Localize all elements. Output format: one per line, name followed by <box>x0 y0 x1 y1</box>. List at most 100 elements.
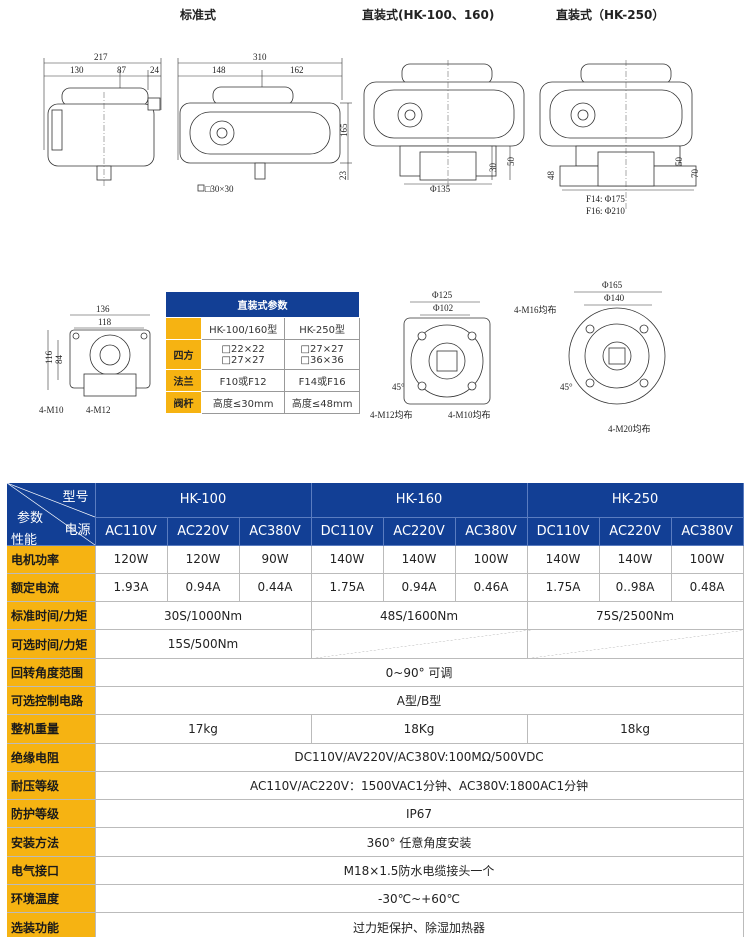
cell: 过力矩保护、除湿加热器 <box>95 912 744 937</box>
cell: 1.75A <box>527 573 600 603</box>
dim-165: 165 <box>339 123 349 137</box>
corner-power: 电源 <box>64 523 91 538</box>
label-4-m12-even: 4-M12均布 <box>370 409 413 420</box>
row-label: 安装方法 <box>7 827 96 857</box>
drawing-standard-front: 310 148 162 165 23 □30×30 <box>177 52 352 194</box>
dim-84: 84 <box>54 355 64 365</box>
corner-model: 型号 <box>62 490 89 505</box>
voltage-cell: DC110V <box>527 517 600 546</box>
dim-24: 24 <box>150 65 160 75</box>
voltage-cell: DC110V <box>311 517 384 546</box>
dim-50-a: 50 <box>506 157 516 167</box>
dim-phi102: Φ102 <box>433 303 453 313</box>
label-4-m16-even: 4-M16均布 <box>514 304 557 315</box>
drawing-flange-100-160: Φ125 Φ102 45° 4-M12均布 4-M10均布 <box>370 290 491 420</box>
corner-diagonal-lines <box>7 483 94 544</box>
voltage-cell: AC220V <box>167 517 240 546</box>
dim-50-b: 50 <box>674 157 684 167</box>
row-label: 耐压等级 <box>7 771 96 801</box>
dim-phi125: Φ125 <box>432 290 453 300</box>
dim-87: 87 <box>117 65 127 75</box>
cell: M18×1.5防水电缆接头一个 <box>95 856 744 886</box>
row-rotation: 回转角度范围 0~90° 可调 <box>7 658 744 687</box>
param-col-hk100-160: HK-100/160型 <box>200 317 286 340</box>
vertical-param-table: 直装式参数 HK-100/160型 HK-250型 四方 □22×22□27×2… <box>165 291 360 414</box>
cell: 18kg <box>527 714 744 744</box>
dim-f16: F16: Φ210 <box>586 206 625 216</box>
title-vertical-250: 直装式（HK-250） <box>556 8 665 22</box>
voltage-cell: AC220V <box>383 517 456 546</box>
cell: 0.48A <box>671 573 744 603</box>
row-label: 可选控制电路 <box>7 686 96 716</box>
dim-45-a: 45° <box>392 382 405 392</box>
cell: 360° 任意角度安装 <box>95 827 744 857</box>
dimension-drawings: 217 130 87 24 310 148 162 165 23 □30×30 <box>39 52 700 434</box>
row-label: 电机功率 <box>7 545 96 574</box>
title-vertical-100-160: 直装式(HK-100、160) <box>362 8 495 22</box>
row-label: 选装功能 <box>7 912 96 937</box>
row-weight: 整机重量 17kg 18Kg 18kg <box>7 714 744 744</box>
row-protection: 防护等级 IP67 <box>7 799 744 829</box>
voltage-cell: AC110V <box>95 517 168 546</box>
cell: 0.46A <box>455 573 528 603</box>
voltage-cell: AC380V <box>455 517 528 546</box>
dim-162: 162 <box>290 65 304 75</box>
cell: 30S/1000Nm <box>95 601 312 631</box>
param-stem-hk100: 高度≤30mm <box>200 391 286 414</box>
cell: 140W <box>383 545 456 574</box>
cell: 140W <box>599 545 672 574</box>
row-label: 环境温度 <box>7 884 96 914</box>
cell: 120W <box>167 545 240 574</box>
cell: 90W <box>239 545 312 574</box>
dim-f14: F14: Φ175 <box>586 194 625 204</box>
row-label: 防护等级 <box>7 799 96 829</box>
cell: 15S/500Nm <box>95 629 312 659</box>
param-square-hk250: □27×27□36×36 <box>284 339 360 370</box>
row-control: 可选控制电路 A型/B型 <box>7 686 744 716</box>
dim-217: 217 <box>94 52 108 62</box>
dim-phi165: Φ165 <box>602 280 623 290</box>
row-label: 绝缘电阻 <box>7 743 96 772</box>
param-table-corner <box>165 317 202 340</box>
dim-23: 23 <box>338 171 348 181</box>
spec-corner: 型号 参数 电源 性能 <box>7 483 96 546</box>
cell: 1.93A <box>95 573 168 603</box>
model-hk250: HK-250 <box>527 483 744 518</box>
dim-square-30: □30×30 <box>205 184 234 194</box>
cell: -30℃~+60℃ <box>95 884 744 914</box>
param-label-square: 四方 <box>165 339 202 370</box>
row-label: 电气接口 <box>7 856 96 886</box>
label-4-m12: 4-M12 <box>86 405 111 415</box>
dim-70: 70 <box>690 169 700 179</box>
row-label: 整机重量 <box>7 714 96 744</box>
drawing-flange-250: Φ165 Φ140 4-M16均布 45° 4-M20均布 <box>514 280 666 434</box>
dim-48: 48 <box>546 171 556 181</box>
cell: 1.75A <box>311 573 384 603</box>
drawing-vertical-100-160: Φ135 30 50 <box>363 60 525 194</box>
label-4-m10-even: 4-M10均布 <box>448 409 491 420</box>
dim-130: 130 <box>70 65 84 75</box>
cell: 48S/1600Nm <box>311 601 528 631</box>
corner-perf: 性能 <box>11 533 38 545</box>
dim-phi140: Φ140 <box>604 293 625 303</box>
param-label-stem: 阀杆 <box>165 391 202 414</box>
param-stem-hk250: 高度≤48mm <box>284 391 360 414</box>
param-label-flange: 法兰 <box>165 369 202 392</box>
param-square-hk100: □22×22□27×27 <box>200 339 286 370</box>
drawing-standard-side: 217 130 87 24 <box>43 52 162 186</box>
row-install: 安装方法 360° 任意角度安装 <box>7 827 744 857</box>
voltage-cell: AC220V <box>599 517 672 546</box>
row-electric: 电气接口 M18×1.5防水电缆接头一个 <box>7 856 744 886</box>
dim-118: 118 <box>98 317 112 327</box>
row-rated-current: 额定电流 1.93A 0.94A 0.44A 1.75A 0.94A 0.46A… <box>7 573 744 603</box>
cell: 140W <box>311 545 384 574</box>
cell: A型/B型 <box>95 686 744 716</box>
cell: 140W <box>527 545 600 574</box>
cell: 100W <box>455 545 528 574</box>
drawing-bottom-view: 136 118 116 84 4-M10 4-M12 <box>39 304 151 415</box>
label-4-m20-even: 4-M20均布 <box>608 423 651 434</box>
row-options: 选装功能 过力矩保护、除湿加热器 <box>7 912 744 937</box>
dim-310: 310 <box>253 52 267 62</box>
param-col-hk250: HK-250型 <box>284 317 360 340</box>
label-4-m10: 4-M10 <box>39 405 64 415</box>
